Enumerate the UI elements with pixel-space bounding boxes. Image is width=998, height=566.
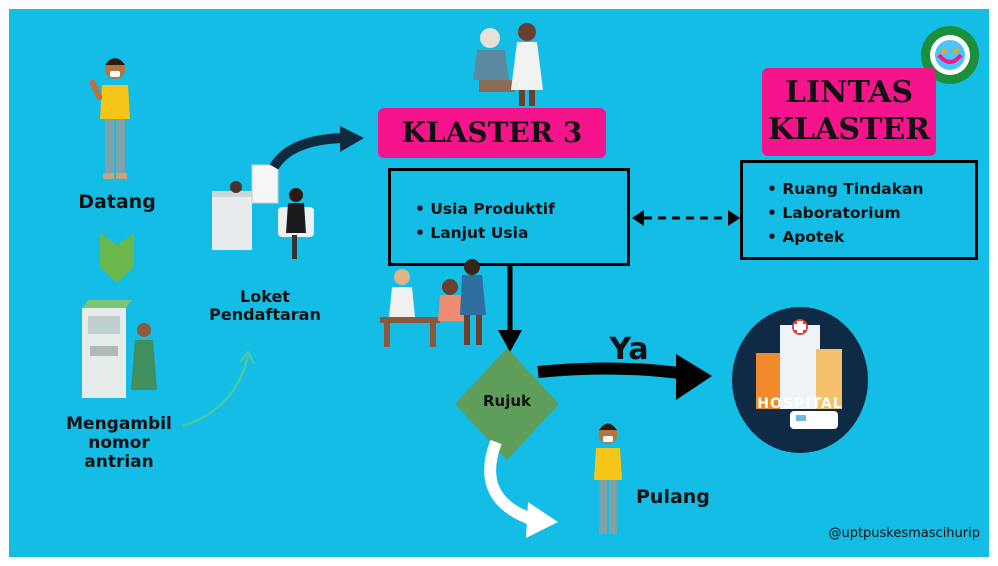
puskesmas-logo-icon [921, 26, 979, 84]
doctor-patient-icon [473, 23, 543, 106]
hospital-sign: HOSPITAL [757, 396, 843, 412]
arrow-to-pulang [484, 439, 558, 538]
step-label-ambil-nomor: Mengambil nomor antrian [66, 414, 172, 473]
step-label-datang: Datang [78, 191, 156, 213]
yes-label: Ya [609, 332, 649, 367]
social-handle: @uptpuskesmascihurip [828, 526, 980, 541]
arrow-to-hospital [537, 354, 712, 400]
lintas-klaster-title: LINTAS KLASTER [762, 68, 936, 156]
lintas-item: Apotek [767, 225, 975, 249]
receptionist-icon [212, 164, 314, 259]
consultation-icon [380, 259, 486, 347]
arrow-to-rujuk [498, 266, 522, 352]
rujuk-decision-diamond [455, 348, 559, 460]
step-label-loket: Loket Pendaftaran [209, 287, 321, 324]
atm-icon [82, 300, 157, 398]
klaster3-item: Usia Produktif [415, 197, 627, 221]
lintas-klaster-box: Ruang Tindakan Laboratorium Apotek [740, 160, 978, 260]
step-label-pulang: Pulang [636, 486, 710, 508]
curved-arrow-icon [181, 349, 256, 428]
arrow-to-klaster3-icon [269, 126, 364, 170]
klaster3-item: Lanjut Usia [415, 221, 627, 245]
dashed-double-arrow [632, 210, 740, 226]
lintas-item: Ruang Tindakan [767, 177, 975, 201]
klaster3-box: Usia Produktif Lanjut Usia [388, 168, 630, 266]
hospital-icon [732, 307, 868, 453]
klaster3-title: KLASTER 3 [378, 108, 606, 158]
woman-icon [594, 423, 622, 534]
lintas-item: Laboratorium [767, 201, 975, 225]
woman-icon [89, 58, 130, 179]
rujuk-label: Rujuk [482, 392, 532, 410]
chevron-down-icon [100, 233, 134, 283]
